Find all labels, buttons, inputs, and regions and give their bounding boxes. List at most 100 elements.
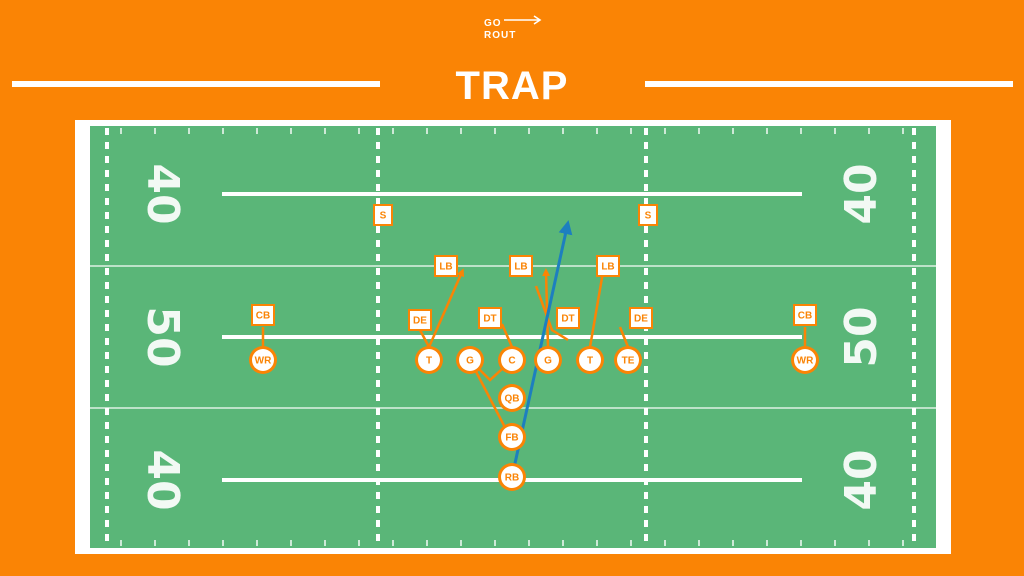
player-box-inner xyxy=(375,206,391,224)
edge-tick xyxy=(562,128,564,134)
edge-tick xyxy=(596,540,598,546)
offense-player-wr_right: WR xyxy=(791,346,819,374)
block-lt-de xyxy=(418,329,431,348)
edge-ticks xyxy=(120,128,904,546)
defense-player-label: DT xyxy=(483,314,496,325)
edge-tick xyxy=(698,128,700,134)
player-box-inner xyxy=(558,309,578,327)
edge-tick xyxy=(868,540,870,546)
player-circle-inner xyxy=(252,349,274,371)
edge-tick xyxy=(562,540,564,546)
yard-number-left-mid: 50 xyxy=(137,306,188,367)
edge-tick xyxy=(766,128,768,134)
player-circle-inner xyxy=(579,349,601,371)
edge-tick xyxy=(528,128,530,134)
play-title: TRAP xyxy=(456,64,569,108)
edge-tick xyxy=(732,540,734,546)
defense-player-label: S xyxy=(645,211,652,222)
block-te-de xyxy=(618,326,630,348)
defense-player-lb_left: LB xyxy=(434,255,458,277)
edge-tick xyxy=(902,128,904,134)
defense-player-cb_left: CB xyxy=(251,304,275,326)
edge-tick xyxy=(664,540,666,546)
defense-player-label: LB xyxy=(514,262,527,273)
offense-player-lg: G xyxy=(456,346,484,374)
player-box-inner xyxy=(631,309,651,327)
offense-player-label: T xyxy=(587,356,593,367)
defense-player-lb_right: LB xyxy=(596,255,620,277)
defense-player-label: LB xyxy=(439,262,452,273)
edge-tick xyxy=(324,128,326,134)
edge-tick xyxy=(324,540,326,546)
edge-tick xyxy=(290,540,292,546)
fb-trap-path xyxy=(468,359,512,438)
yard-line-top xyxy=(222,192,802,196)
player-box-inner xyxy=(598,257,618,275)
player-circle-inner xyxy=(501,426,523,448)
defense-player-label: S xyxy=(380,211,387,222)
edge-tick xyxy=(154,128,156,134)
player-box-inner xyxy=(480,309,500,327)
player-circle-inner xyxy=(459,349,481,371)
edge-tick xyxy=(630,540,632,546)
offense-player-label: TE xyxy=(622,356,635,367)
edge-tick xyxy=(596,128,598,134)
defense-player-label: CB xyxy=(256,311,270,322)
edge-tick xyxy=(154,540,156,546)
player-circle-inner xyxy=(617,349,639,371)
edge-tick xyxy=(392,540,394,546)
defense-player-dt_right: DT xyxy=(556,307,580,329)
edge-tick xyxy=(494,540,496,546)
edge-tick xyxy=(664,128,666,134)
edge-tick xyxy=(732,128,734,134)
player-circle-inner xyxy=(501,349,523,371)
edge-tick xyxy=(902,540,904,546)
edge-tick xyxy=(800,128,802,134)
offense-player-rg: G xyxy=(534,346,562,374)
player-box-inner xyxy=(253,306,273,324)
edge-tick xyxy=(256,540,258,546)
edge-tick xyxy=(358,128,360,134)
offense-player-wr_left: WR xyxy=(249,346,277,374)
yard-number-left-bottom: 40 xyxy=(137,449,188,510)
edge-tick xyxy=(222,540,224,546)
edge-tick xyxy=(800,540,802,546)
block-rg-lb xyxy=(542,268,551,348)
edge-tick xyxy=(188,128,190,134)
logo-line-2: ROUT xyxy=(484,30,516,41)
defense-player-dt_left: DT xyxy=(478,307,502,329)
edge-tick xyxy=(460,128,462,134)
offense-player-label: WR xyxy=(255,356,272,367)
player-circle-inner xyxy=(501,466,523,488)
gorout-logo: GO ROUT xyxy=(484,15,542,41)
defense-player-de_left: DE xyxy=(408,309,432,331)
edge-tick xyxy=(426,540,428,546)
player-box-inner xyxy=(410,311,430,329)
yard-number-right-mid: 50 xyxy=(836,306,887,367)
defense-player-cb_right: CB xyxy=(793,304,817,326)
defense-player-label: DT xyxy=(561,314,574,325)
offense-player-label: G xyxy=(466,356,474,367)
defense-player-de_right: DE xyxy=(629,307,653,329)
offense-player-lt: T xyxy=(415,346,443,374)
player-box-inner xyxy=(795,306,815,324)
defense-player-label: CB xyxy=(798,311,812,322)
edge-tick xyxy=(766,540,768,546)
edge-tick xyxy=(290,128,292,134)
defense-player-label: LB xyxy=(601,262,614,273)
offense-player-label: QB xyxy=(505,394,520,405)
offense-player-c: C xyxy=(498,346,526,374)
edge-tick xyxy=(528,540,530,546)
edge-tick xyxy=(392,128,394,134)
yard-number-right-top: 40 xyxy=(836,163,887,224)
edge-tick xyxy=(120,540,122,546)
offense-player-fb: FB xyxy=(498,423,526,451)
edge-tick xyxy=(426,128,428,134)
edge-tick xyxy=(188,540,190,546)
block-rt-lb xyxy=(588,268,607,348)
defense-players: CB DE DT DT DE CB LB LB LB S S xyxy=(251,204,817,331)
edge-tick xyxy=(256,128,258,134)
player-box-inner xyxy=(511,257,531,275)
